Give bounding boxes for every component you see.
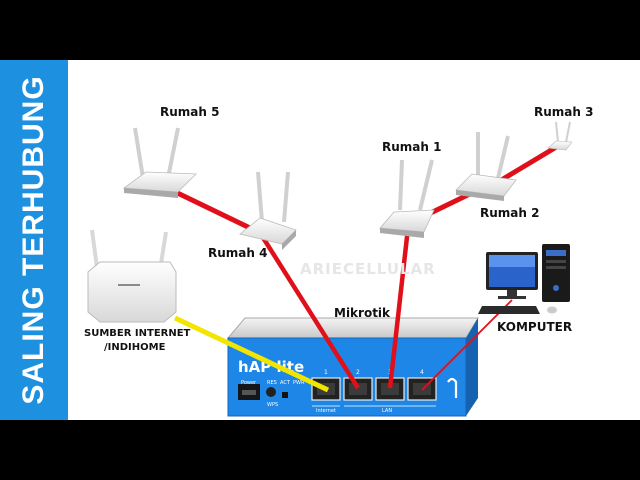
svg-text:Internet: Internet bbox=[316, 408, 336, 414]
port-label-1: 1 bbox=[324, 369, 328, 376]
port-label-4: 4 bbox=[420, 369, 424, 376]
ethernet-ports bbox=[311, 377, 437, 401]
cable-rumah1 bbox=[387, 227, 411, 389]
label-source-line2: /INDIHOME bbox=[104, 342, 166, 353]
internet-cable bbox=[173, 315, 330, 393]
svg-text:ACT: ACT bbox=[280, 380, 291, 386]
source-modem bbox=[87, 229, 177, 323]
mikrotik-device: hAP lite Power RES WPS ACT PWR 1 bbox=[226, 317, 479, 417]
mikrotik-logo-icon bbox=[447, 377, 458, 398]
cable-rumah2-rumah3 bbox=[496, 143, 560, 185]
svg-text:PWR: PWR bbox=[293, 380, 305, 386]
svg-text:Power: Power bbox=[241, 380, 257, 386]
router-rumah2 bbox=[455, 132, 517, 201]
port-label-2: 2 bbox=[356, 369, 360, 376]
label-source-line1: SUMBER INTERNET bbox=[84, 328, 191, 339]
label-rumah5: Rumah 5 bbox=[160, 105, 220, 119]
cable-komputer bbox=[421, 299, 513, 391]
label-rumah1: Rumah 1 bbox=[382, 140, 442, 154]
cable-rumah4 bbox=[260, 234, 360, 390]
router-rumah4 bbox=[239, 171, 297, 250]
label-mikrotik: Mikrotik bbox=[334, 306, 391, 320]
svg-text:RES: RES bbox=[267, 380, 277, 386]
router-rumah3 bbox=[547, 121, 573, 151]
label-rumah4: Rumah 4 bbox=[208, 246, 268, 260]
svg-text:WPS: WPS bbox=[267, 402, 278, 408]
router-rumah1 bbox=[379, 159, 435, 238]
router-rumah5 bbox=[122, 127, 197, 198]
watermark-text: ARIECELLULAR bbox=[300, 260, 436, 278]
svg-text:LAN: LAN bbox=[382, 408, 392, 414]
label-rumah2: Rumah 2 bbox=[480, 206, 540, 220]
label-komputer: KOMPUTER bbox=[497, 320, 573, 334]
label-rumah3: Rumah 3 bbox=[534, 105, 594, 119]
computer bbox=[478, 244, 570, 314]
side-banner bbox=[0, 60, 68, 420]
